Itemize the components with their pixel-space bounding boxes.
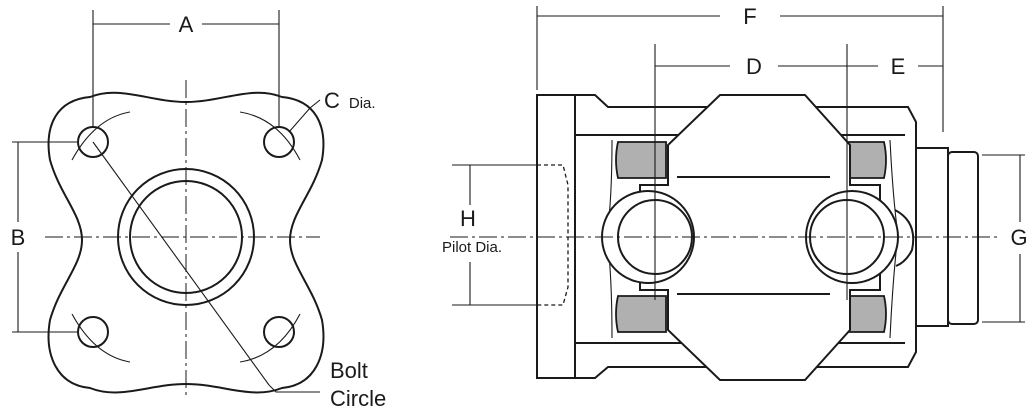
label-h: H bbox=[460, 206, 476, 231]
dim-c-leader bbox=[288, 99, 321, 133]
label-c-group: C Dia. bbox=[324, 88, 376, 113]
label-f: F bbox=[743, 4, 756, 29]
bolt-circle-arc bbox=[71, 313, 131, 363]
label-g: G bbox=[1010, 225, 1027, 250]
tube-stub bbox=[947, 151, 979, 325]
flange-front-view: A B C Dia. Bolt Circle bbox=[11, 10, 386, 411]
label-h-sub: Pilot Dia. bbox=[442, 239, 502, 256]
pilot-hidden-line bbox=[537, 164, 569, 306]
label-e: E bbox=[891, 54, 906, 79]
label-a: A bbox=[179, 12, 194, 37]
bolt-circle-arc bbox=[239, 313, 301, 363]
label-d: D bbox=[746, 54, 762, 79]
label-c: C bbox=[324, 88, 340, 113]
bolt-circle-arc bbox=[239, 111, 301, 161]
bolt-circle-leader bbox=[92, 141, 270, 386]
flange-outline bbox=[47, 91, 325, 394]
bolt-hole-bottom-right bbox=[263, 316, 295, 348]
bolt-circle-arc bbox=[71, 111, 131, 161]
journal-cross bbox=[639, 94, 881, 381]
bearing-cup-left-bottom bbox=[615, 295, 667, 333]
bearing-cup-right-bottom bbox=[839, 295, 887, 333]
label-b: B bbox=[11, 225, 26, 250]
ujoint-side-view: F D E G H Pilot Dia. bbox=[442, 4, 1028, 381]
label-circle: Circle bbox=[330, 386, 386, 411]
label-c-suffix: Dia. bbox=[349, 95, 376, 112]
bearing-cup-right-top bbox=[839, 141, 887, 179]
bearing-cup-left-top bbox=[615, 141, 667, 179]
label-bolt: Bolt bbox=[330, 358, 368, 383]
bolt-circle-leader-tail bbox=[268, 384, 320, 393]
grease-fitting bbox=[894, 209, 915, 267]
